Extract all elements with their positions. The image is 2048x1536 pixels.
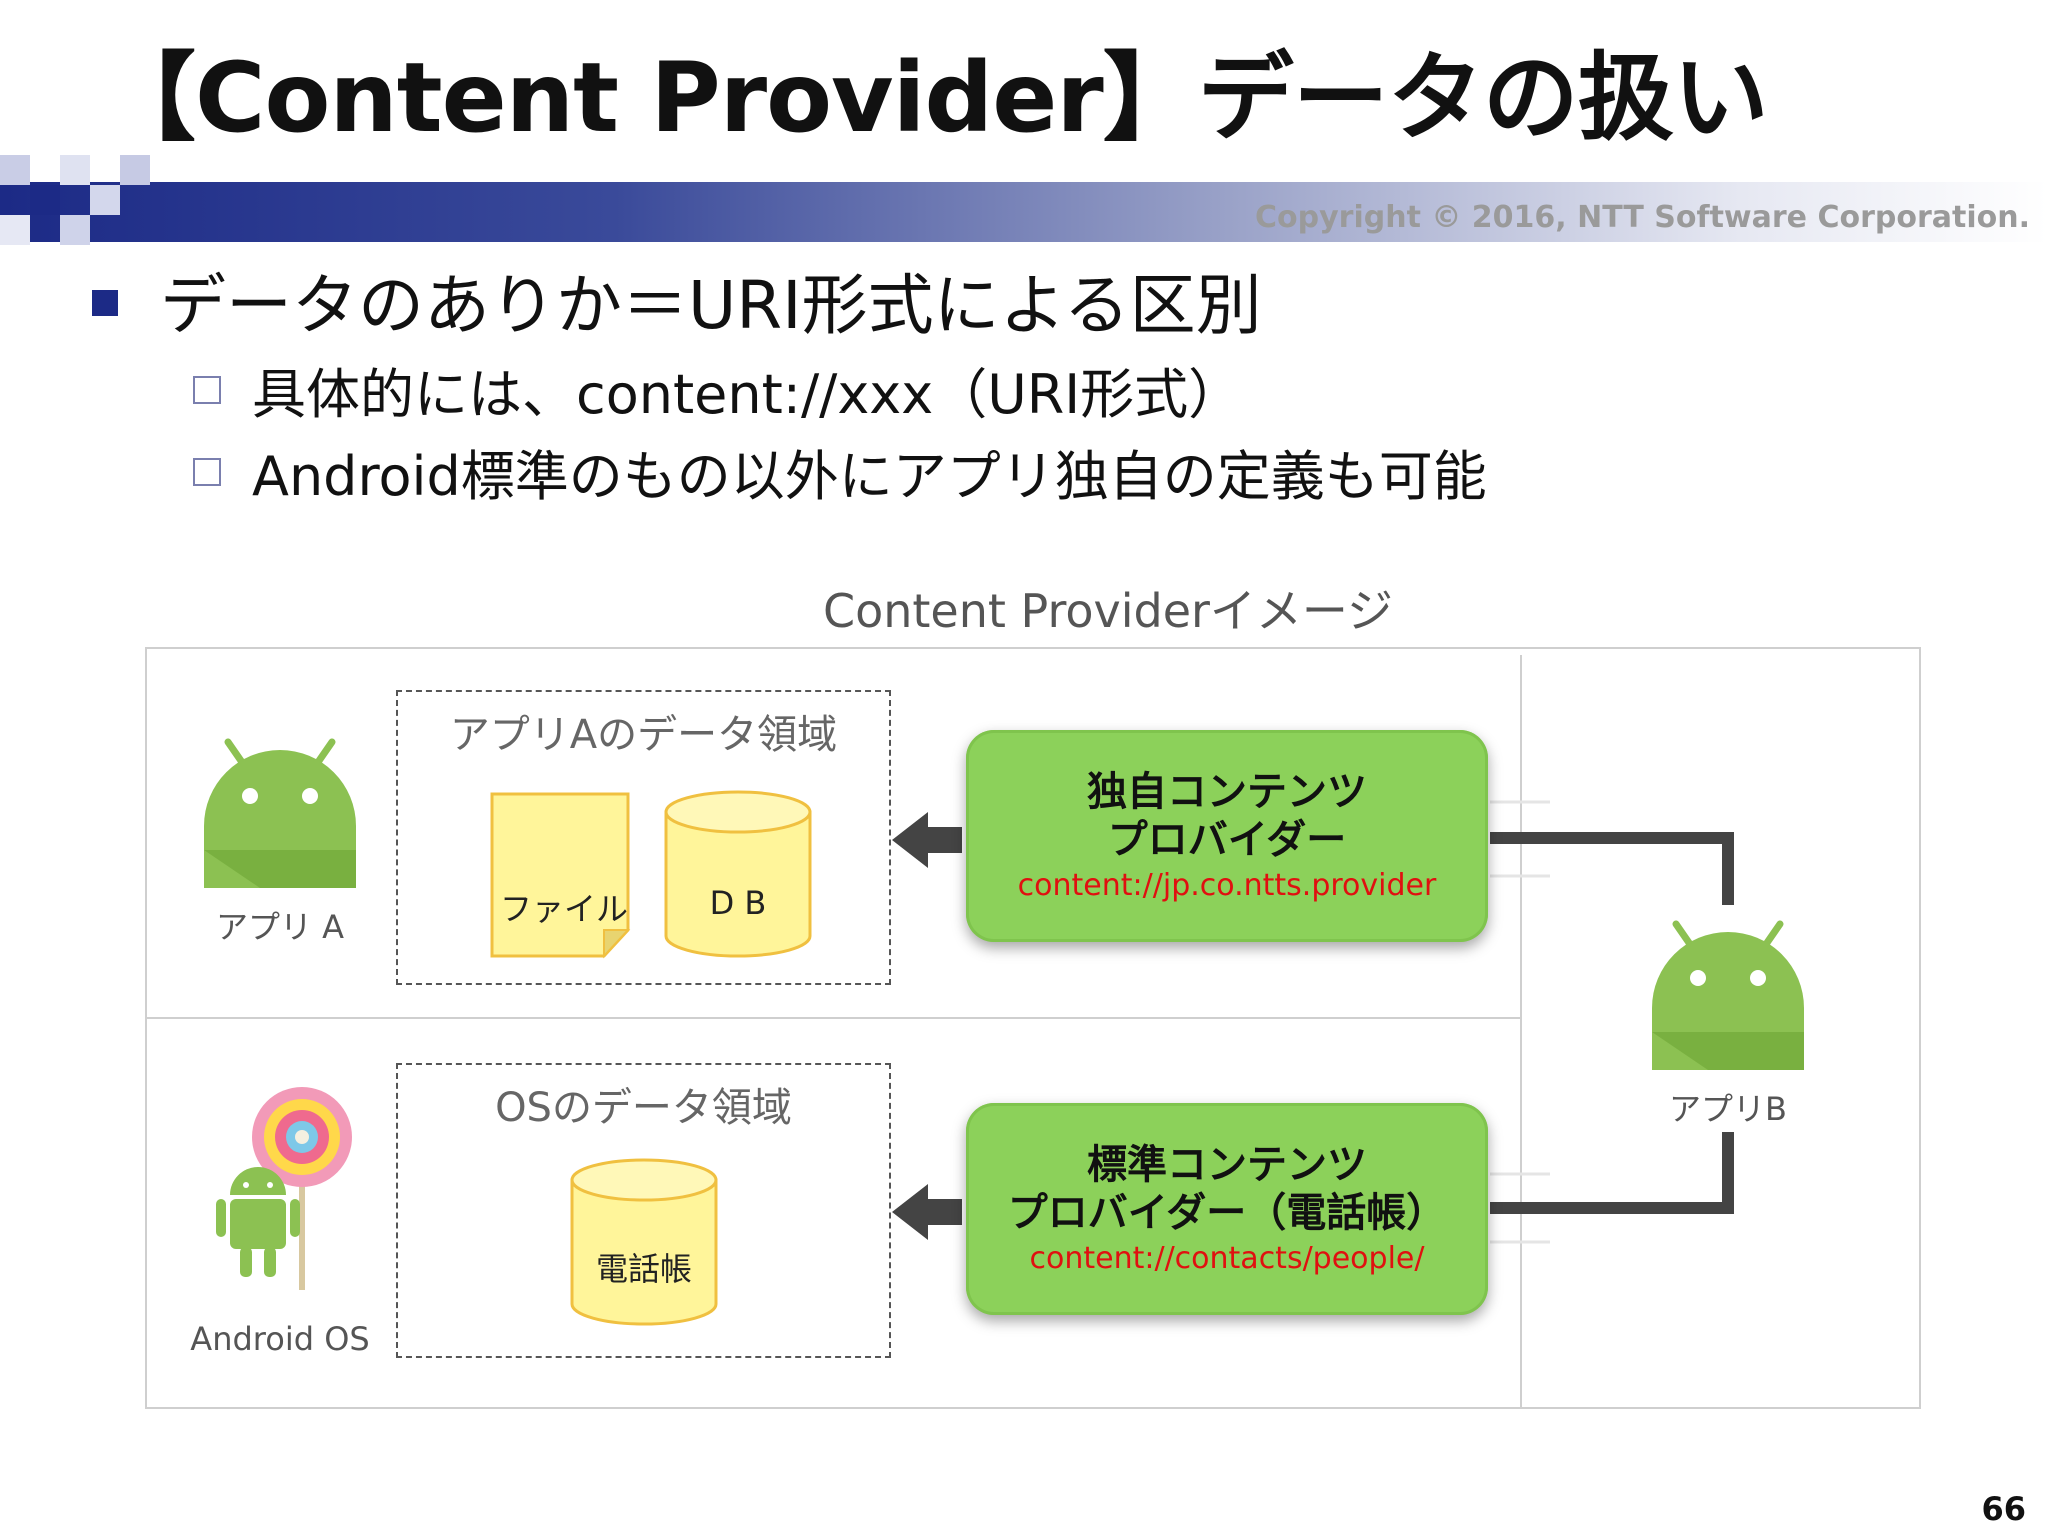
standard-content-provider: 標準コンテンツ プロバイダー（電話帳） content://contacts/p…	[966, 1103, 1488, 1315]
sub-bullet-text-2: Android標準のもの以外にアプリ独自の定義も可能	[252, 445, 1487, 508]
app-b-label: アプリB	[1669, 1090, 1787, 1128]
bullet-marker	[92, 290, 118, 316]
android-robot-icon	[1652, 920, 1804, 1070]
custom-provider-title: 独自コンテンツ プロバイダー	[1087, 769, 1367, 863]
database-icon	[664, 790, 812, 958]
copyright: Copyright © 2016, NTT Software Corporati…	[1255, 200, 2030, 235]
diagram-caption: Content Providerイメージ	[822, 584, 1394, 638]
decorative-squares	[0, 155, 160, 275]
file-label: ファイル	[500, 890, 629, 928]
os-region-label: OSのデータ領域	[495, 1085, 792, 1131]
phonebook-db-label: 電話帳	[595, 1250, 692, 1288]
android-os-lollipop-icon	[216, 1087, 352, 1290]
column-divider	[1520, 655, 1522, 1407]
diagram-frame	[145, 647, 1921, 1409]
os-data-region	[396, 1063, 891, 1358]
sub-bullet-marker	[193, 458, 221, 486]
db-label: D B	[709, 884, 767, 922]
title-band	[0, 182, 2048, 242]
android-robot-icon	[204, 738, 356, 888]
app-a-data-region	[396, 690, 891, 985]
app-a-region-label: アプリAのデータ領域	[449, 712, 838, 758]
custom-provider-uri: content://jp.co.ntts.provider	[1017, 868, 1437, 903]
slide-title: 【Content Provider】データの扱い	[100, 42, 1769, 154]
app-a-label: アプリ A	[215, 908, 345, 946]
android-os-label: Android OS	[190, 1320, 370, 1358]
custom-content-provider: 独自コンテンツ プロバイダー content://jp.co.ntts.prov…	[966, 730, 1488, 942]
standard-provider-uri: content://contacts/people/	[1029, 1241, 1425, 1276]
sub-bullet-text-1: 具体的には、content://xxx（URI形式）	[252, 363, 1243, 426]
standard-provider-title: 標準コンテンツ プロバイダー（電話帳）	[1007, 1142, 1447, 1236]
row-divider	[147, 1017, 1522, 1019]
sub-bullet-marker	[193, 376, 221, 404]
database-icon	[570, 1158, 718, 1326]
page-number: 66	[1981, 1490, 2026, 1528]
file-icon	[490, 792, 631, 959]
main-bullet-text: データのありか＝URI形式による区別	[160, 267, 1262, 344]
